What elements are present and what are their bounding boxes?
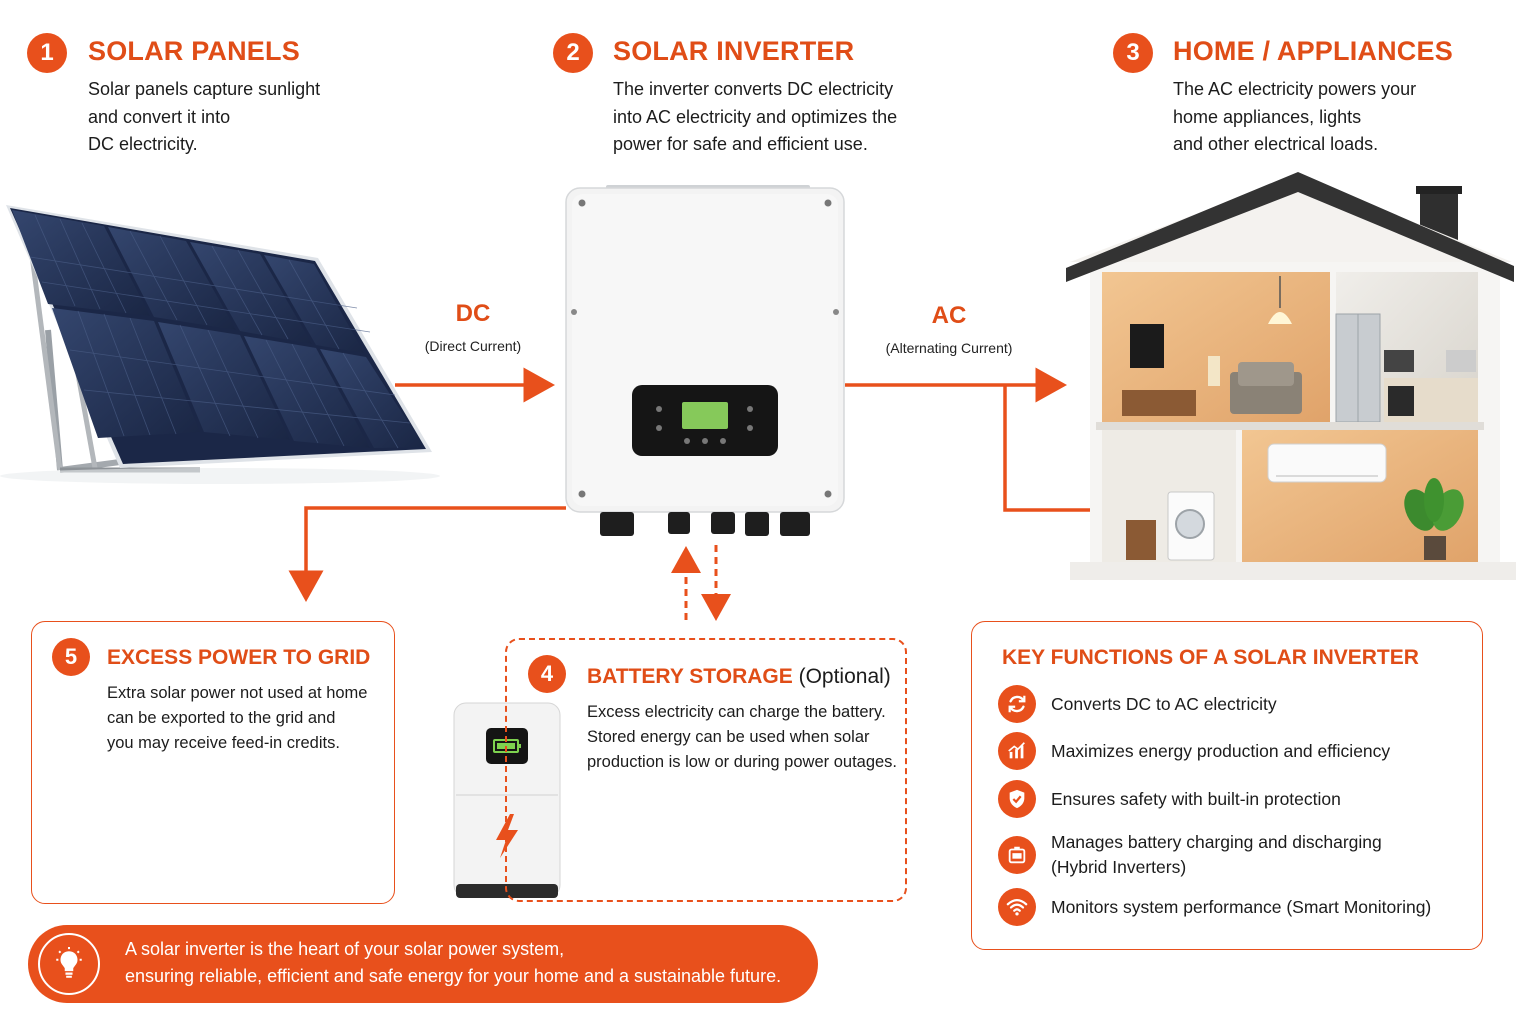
lightbulb-icon: [38, 933, 100, 995]
step-3-title: HOME / APPLIANCES: [1173, 36, 1453, 66]
solar-inverter: [565, 185, 845, 536]
step-4-badge: 4: [528, 655, 566, 693]
grid-title: EXCESS POWER TO GRID: [107, 646, 371, 669]
chart-icon: [998, 732, 1036, 770]
key-function-item: Manages battery charging and discharging…: [998, 830, 1382, 880]
key-function-item: Converts DC to AC electricity: [998, 685, 1277, 723]
step-1-title: SOLAR PANELS: [88, 36, 300, 66]
battery-description: Excess electricity can charge the batter…: [587, 703, 898, 771]
step-2-title: SOLAR INVERTER: [613, 36, 855, 66]
footer-banner: A solar inverter is the heart of your so…: [28, 925, 818, 1003]
step-5-badge: 5: [52, 638, 90, 676]
footer-message: A solar inverter is the heart of your so…: [125, 939, 782, 986]
dc-flow-label: DC (Direct Current): [424, 300, 522, 354]
step-3-badge: 3: [1113, 33, 1153, 73]
battery-storage-box: [505, 638, 907, 902]
battery-icon: [998, 836, 1036, 874]
key-function-item: Ensures safety with built-in protection: [998, 780, 1341, 818]
refresh-icon: [998, 685, 1036, 723]
key-functions-title: KEY FUNCTIONS OF A SOLAR INVERTER: [1002, 646, 1419, 669]
key-function-item: Maximizes energy production and efficien…: [998, 732, 1390, 770]
key-function-item: Monitors system performance (Smart Monit…: [998, 888, 1431, 926]
solar-panel-array: [0, 205, 440, 484]
excess-power-grid-box: [31, 621, 395, 904]
step-2-badge: 2: [553, 33, 593, 73]
home-illustration: [1066, 172, 1516, 580]
flow-arrows: [288, 367, 1090, 621]
ac-flow-label: AC (Alternating Current): [885, 302, 1013, 356]
wifi-icon: [998, 888, 1036, 926]
battery-title: BATTERY STORAGE (Optional): [587, 665, 891, 688]
key-functions-box: [971, 621, 1483, 950]
key-function-text: Manages battery charging and discharging…: [1051, 832, 1382, 877]
step-1-badge: 1: [27, 33, 67, 73]
shield-check-icon: [998, 780, 1036, 818]
